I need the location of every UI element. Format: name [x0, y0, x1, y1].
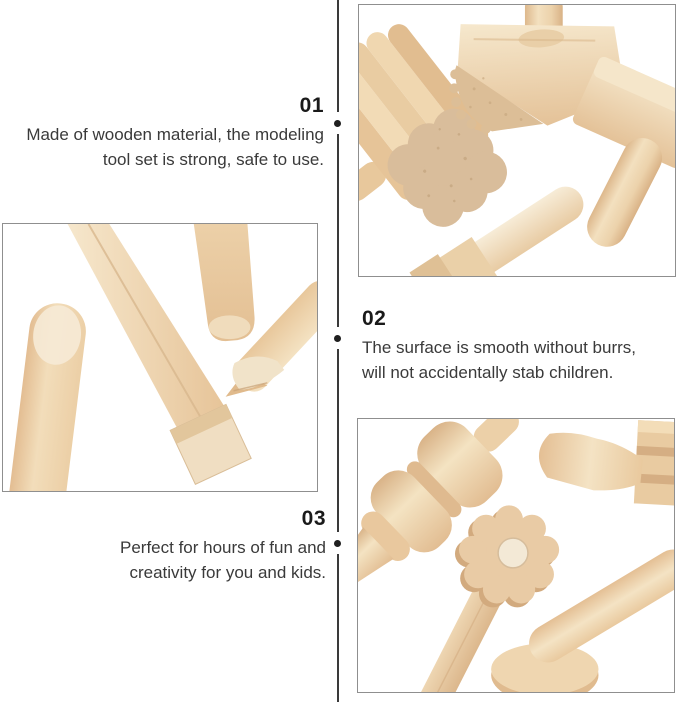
wooden-modeling-sticks-photo [2, 223, 318, 492]
feature-number: 02 [362, 307, 387, 330]
divider-line-segment [337, 134, 339, 327]
divider-dot [334, 335, 341, 342]
fluted-stamp-tool [359, 24, 507, 227]
feature-section-2: 02 The surface is smooth without burrs, … [362, 307, 636, 385]
feature-section-3: 03 Perfect for hours of fun and creativi… [120, 507, 326, 585]
feature-text-line: creativity for you and kids. [129, 563, 326, 582]
ribbed-roller-tool [358, 419, 519, 588]
divider-line-segment [337, 0, 339, 112]
feature-text-line: Perfect for hours of fun and [119, 538, 326, 557]
dowel-with-disc-tool [491, 549, 674, 692]
wooden-rollers-and-pattern-wheel-photo [357, 418, 675, 693]
wooden-rollers-illustration [358, 419, 674, 692]
feature-text-line: will not accidentally stab children. [362, 363, 614, 382]
small-stamp-tool [409, 186, 584, 276]
knob-stamp-tool [538, 420, 674, 506]
pattern-wheel-tool [410, 505, 560, 692]
feature-number: 01 [299, 94, 324, 117]
feature-number: 03 [301, 507, 326, 530]
feature-text-line: Made of wooden material, the modeling [26, 125, 324, 144]
feature-text-line: The surface is smooth without burrs, [362, 338, 637, 357]
divider-line-segment [337, 349, 339, 532]
divider-dot [334, 540, 341, 547]
divider-dot [334, 120, 341, 127]
feature-section-1: 01 Made of wooden material, the modeling… [26, 94, 324, 172]
wooden-sticks-illustration [8, 224, 317, 491]
wooden-stamps-illustration [359, 5, 675, 276]
flat-tip-stick [193, 224, 255, 342]
round-tip-stick [8, 303, 86, 491]
feature-text-line: tool set is strong, safe to use. [102, 150, 324, 169]
block-mallet-tool [572, 56, 675, 247]
wooden-stamps-and-mallets-photo [358, 4, 676, 277]
divider-line-segment [337, 554, 339, 702]
square-stick-with-cube [67, 224, 252, 485]
notched-stick [225, 280, 317, 397]
